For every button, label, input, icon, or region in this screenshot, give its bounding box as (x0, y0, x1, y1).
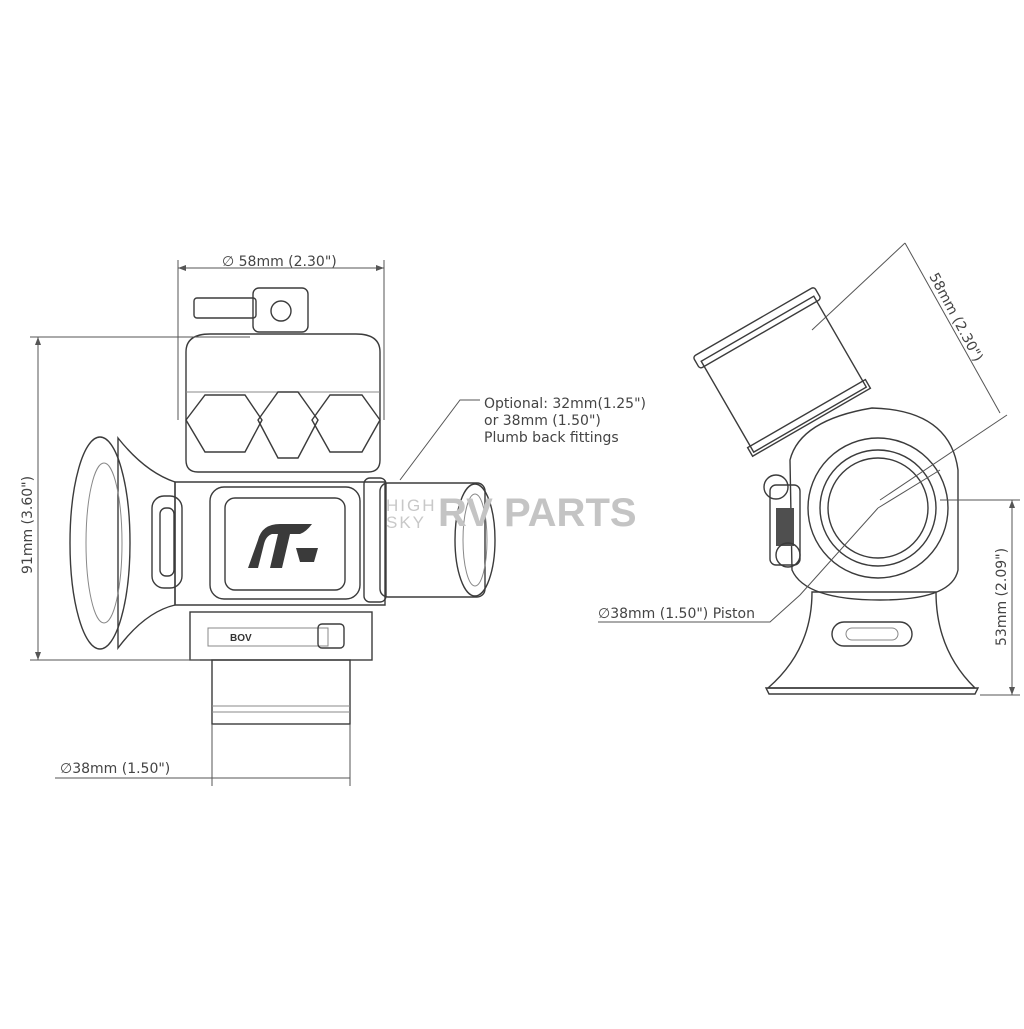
watermark: HIGH SKY RV PARTS (386, 491, 637, 535)
vacuum-nipple (193, 297, 257, 319)
watermark-brand: RV PARTS (438, 491, 637, 535)
piston-diameter-label: ∅38mm (1.50") Piston (598, 606, 755, 622)
top-diameter-label: ∅ 58mm (2.30") (222, 254, 337, 270)
note-line-2: or 38mm (1.50") (484, 413, 601, 429)
piston-ring-mid (819, 449, 937, 567)
side-clamp (776, 508, 794, 546)
piston-leader (598, 507, 879, 623)
mount-flange (189, 611, 373, 661)
front-view: BOV (69, 287, 496, 725)
side-view-dimensions (598, 242, 1020, 696)
note-leader (399, 399, 480, 481)
front-view-dimensions (30, 260, 480, 786)
bottom-inlet-pipe (211, 659, 351, 725)
trumpet-mouth (69, 436, 131, 650)
watermark-line-1: HIGH (386, 496, 437, 515)
piston-ring-outer (807, 437, 949, 579)
clamp-screw (317, 623, 345, 649)
height-label: 91mm (3.60") (20, 476, 36, 574)
side-body (789, 407, 959, 601)
outlet-pipe (379, 482, 486, 598)
cap-facet-left (185, 394, 263, 453)
vacuum-port (252, 287, 309, 333)
top-cap (185, 333, 381, 473)
turbosmart-logo-icon (248, 524, 318, 568)
body-panel (209, 486, 361, 600)
cap-facet-right (311, 394, 381, 453)
trumpet-slot (159, 507, 175, 577)
side-length-label: 58mm (2.30") (925, 270, 985, 364)
side-bolt-top (763, 474, 789, 500)
piston-face (827, 457, 929, 559)
inlet-diameter-label: ∅38mm (1.50") (60, 761, 170, 777)
side-bolt-bottom (775, 542, 801, 568)
side-angled-pipe (700, 295, 868, 454)
side-base-slot (831, 621, 913, 647)
clamp-label: BOV (230, 633, 252, 644)
trumpet-inlet (117, 435, 176, 651)
note-line-1: Optional: 32mm(1.25") (484, 396, 646, 412)
side-height-label: 53mm (2.09") (994, 548, 1010, 646)
note-line-3: Plumb back fittings (484, 430, 619, 446)
cap-facet-center (257, 391, 319, 459)
vacuum-port-hole (270, 300, 292, 322)
watermark-line-2: SKY (386, 513, 426, 532)
outlet-pipe-mouth (454, 483, 496, 597)
side-view (693, 287, 980, 695)
